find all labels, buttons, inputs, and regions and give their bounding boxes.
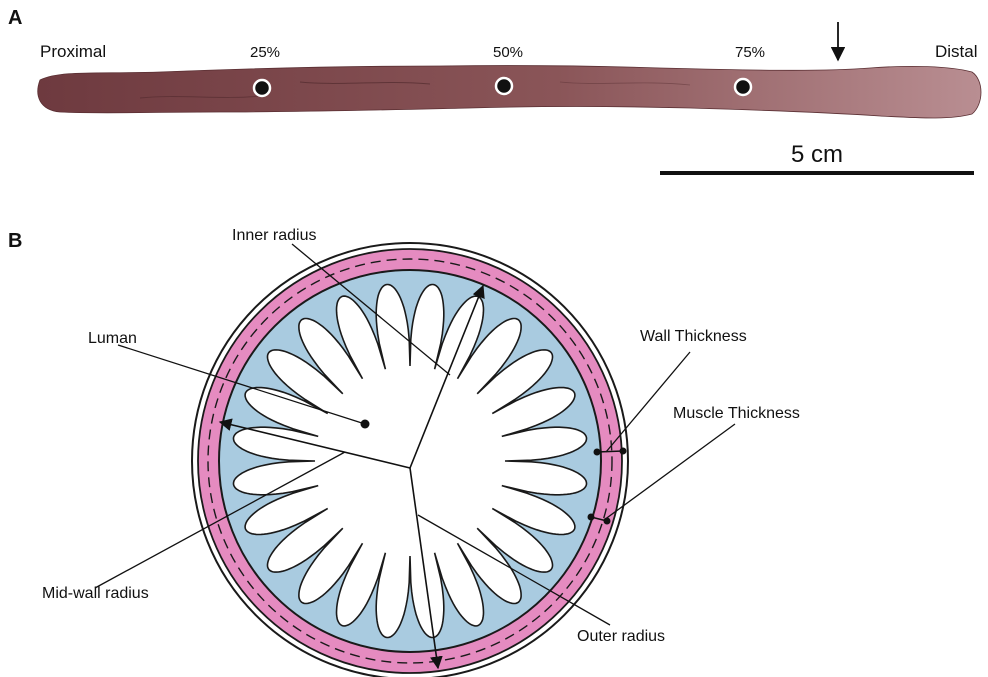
marker-label-50: 50% <box>493 44 523 61</box>
outer-radius-label: Outer radius <box>577 628 665 645</box>
marker-dot-25 <box>254 80 270 96</box>
proximal-label: Proximal <box>40 42 106 61</box>
wall-thickness-label: Wall Thickness <box>640 328 747 345</box>
marker-label-25: 25% <box>250 44 280 61</box>
marker-dot-50 <box>496 78 512 94</box>
marker-dot-75 <box>735 79 751 95</box>
scale-bar-label: 5 cm <box>791 141 843 168</box>
inner-radius-label: Inner radius <box>232 227 317 244</box>
muscle-thickness-dot-outer <box>604 518 611 525</box>
mid-wall-radius-label: Mid-wall radius <box>42 585 149 602</box>
marker-label-75: 75% <box>735 44 765 61</box>
wall-thickness-dot-inner <box>594 449 601 456</box>
luman-label: Luman <box>88 330 137 347</box>
panel-a-letter: A <box>8 7 22 29</box>
panel-b-letter: B <box>8 230 22 252</box>
muscle-thickness-label: Muscle Thickness <box>673 405 800 422</box>
wall-thickness-marker <box>597 451 623 452</box>
distal-label: Distal <box>935 42 978 61</box>
muscle-thickness-dot-inner <box>588 514 595 521</box>
wall-thickness-dot-outer <box>620 448 627 455</box>
